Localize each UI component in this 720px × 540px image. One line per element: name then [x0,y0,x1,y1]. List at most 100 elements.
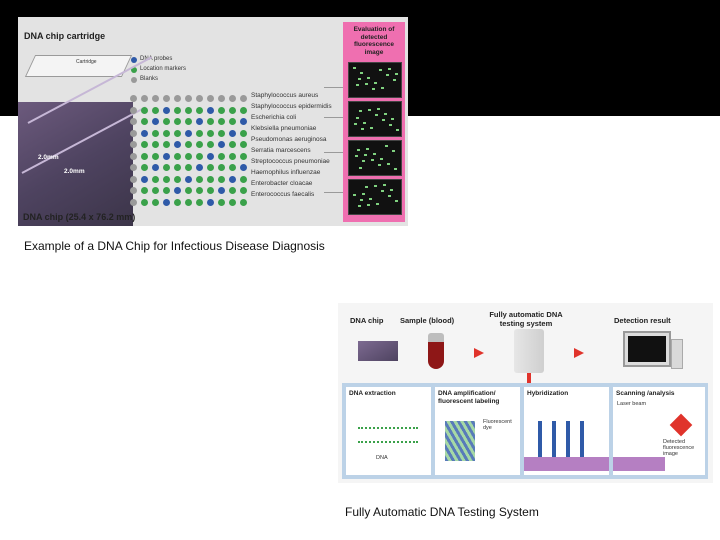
panel-title: DNA amplification/ fluorescent labeling [438,390,500,405]
probe-dot [240,164,247,171]
probe-dot [185,187,192,194]
probe-dot [240,187,247,194]
probe-dot [229,152,236,160]
dimension-label-1: 2.0mm [38,154,59,161]
probe-dot [141,198,148,206]
bacteria-label: Staphylococcus epidermidis [251,103,332,110]
connector-line [324,117,344,118]
probe-dot [207,141,214,148]
bacteria-label: Serratia marcescens [251,147,311,154]
probe-dot [196,187,203,194]
caption-testing-system: Fully Automatic DNA Testing System [345,505,539,519]
probe-dot [141,106,148,114]
fluorescence-spot [370,127,373,129]
probe-dot [207,187,214,194]
probe-dot [130,95,137,102]
dna-chip-figure: DNA chip cartridge Cartridge DNA probes … [18,17,408,226]
fluorescence-spot [378,164,381,166]
probe-dot [196,164,203,171]
probe-dot [163,187,170,194]
probe-dot [240,152,247,160]
probe-dot [229,187,236,194]
probe-dot [141,141,148,148]
probe-dot [185,106,192,114]
probe-dot [152,118,159,125]
probe-dot [130,129,137,137]
bacteria-label: Enterococcus faecalis [251,191,315,198]
probe-dot [130,141,137,148]
probe-dot [141,118,148,125]
fluorescence-spot [358,78,361,80]
probe-dot [174,129,181,137]
probe-dot [163,129,170,137]
probe-dot [185,175,192,183]
probe-dot [240,129,247,137]
fluorescence-spot [367,77,370,79]
probe-dot [229,164,236,171]
fluorescence-spot [361,128,364,130]
probe-dot [207,118,214,125]
probe-dot [174,141,181,148]
probe-dot [218,187,225,194]
fluorescence-spot [374,185,377,187]
probe-dot [163,152,170,160]
probe-dot [141,152,148,160]
fluorescence-spot [359,167,362,169]
probe-dot [174,164,181,171]
probe-dot [218,118,225,125]
probe-dot [196,198,203,206]
fluorescence-spot [389,124,392,126]
fluorescence-spot [376,203,379,205]
fluorescence-spot [387,163,390,165]
dna-testing-system-figure: DNA chip Sample (blood) Fully automatic … [338,303,713,483]
fluorescence-spot [395,73,398,75]
fluorescence-spot [388,68,391,70]
dna-chip-image [358,341,398,361]
probe-dot [152,187,159,194]
dye-label: Fluorescent dye [483,419,512,431]
probe-dot [130,175,137,183]
bacteria-label: Staphylococcus aureus [251,92,319,99]
probe-dot [163,118,170,125]
header-sample: Sample (blood) [400,316,455,325]
panel-scanning: Scanning /analysis Laser beam Detected f… [613,387,705,475]
probe-dot [218,129,225,137]
connector-line [324,152,344,153]
probe-dot [163,141,170,148]
fluorescence-image [348,101,402,137]
fluorescence-spot [364,154,367,156]
panel-title: DNA extraction [349,390,396,397]
fluorescence-spot [357,149,360,151]
header-dna-chip: DNA chip [350,316,384,325]
probe-dot [130,187,137,194]
probe-dot [207,95,214,102]
fluorescence-spot [365,186,368,188]
laser-label: Laser beam [617,401,647,407]
fluorescence-spot [356,117,359,119]
probe-dot [152,141,159,148]
probe-dot [218,152,225,160]
chip-size-label: DNA chip (25.4 x 76.2 mm) [23,212,136,222]
probes-graphic [538,421,594,457]
fluorescence-spot [388,195,391,197]
chip-surface-graphic [613,457,665,471]
probe-dot [174,198,181,206]
probe-dot [130,118,137,125]
fluorescence-spot [362,193,365,195]
probe-dot [174,175,181,183]
fluorescence-spot [374,82,377,84]
panel-hybridization: Hybridization [524,387,609,475]
fluorescence-spot [386,74,389,76]
probe-dot [185,164,192,171]
probe-dot [229,175,236,183]
probe-dot [163,175,170,183]
probe-dot [152,175,159,183]
arrow-icon [474,348,484,358]
legend-markers: Location markers [140,66,187,72]
chip-photo: 2.0mm 2.0mm [18,56,153,226]
bacteria-label: Enterobacter cloacae [251,180,313,187]
fluorescence-spot [385,145,388,147]
probe-dot [196,141,203,148]
fluorescence-spot [362,160,365,162]
fluorescence-spot [356,84,359,86]
